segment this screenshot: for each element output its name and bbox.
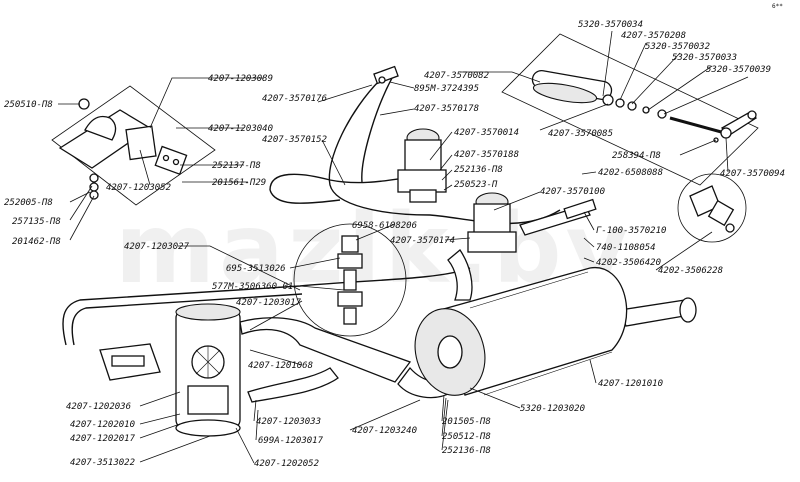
part-label: 258394-П8: [612, 151, 661, 161]
part-label: 4207-1201010: [598, 379, 663, 389]
part-label: 4207-3570082: [424, 71, 489, 81]
part-label: 4207-1203040: [208, 124, 273, 134]
exhaust-pipes: [62, 249, 697, 403]
part-label: 4207-3570178: [414, 104, 479, 114]
heater-cylinder: [175, 303, 241, 437]
part-label: 5320-1203020: [520, 404, 585, 414]
part-label: 201561-П29: [212, 178, 266, 188]
part-label: 201505-П8: [442, 417, 491, 427]
part-label: 4207-3570188: [454, 150, 519, 160]
part-label: 252136-П8: [442, 446, 491, 456]
part-label: 5320-3570032: [645, 42, 710, 52]
part-label: 4207-1203033: [256, 417, 321, 427]
part-label: 4207-3570085: [548, 129, 613, 139]
part-label: 4207-3570208: [621, 31, 686, 41]
part-label: 4207-3570176: [262, 94, 327, 104]
part-label: 577М-3506360-01: [212, 282, 293, 292]
part-label: 4207-3570094: [720, 169, 785, 179]
part-label: 4207-1203089: [208, 74, 273, 84]
part-label: 4207-3513022: [70, 458, 135, 468]
part-label: 4202-6508088: [598, 168, 663, 178]
part-label: 4202-3506228: [658, 266, 723, 276]
muffler: [414, 267, 628, 396]
part-label: 4202-3506420: [596, 258, 661, 268]
connector-detail-circle: [293, 223, 407, 337]
part-label: 4207-1202017: [70, 434, 136, 444]
part-label: 4207-1202010: [70, 420, 135, 430]
part-label: 6958-6108206: [352, 221, 417, 231]
part-label: 4207-1203017: [236, 298, 302, 308]
part-label: 4207-3570174: [390, 236, 455, 246]
part-label: 250510-П8: [4, 100, 53, 110]
part-label: 201462-П8: [12, 237, 61, 247]
part-label: 4207-1201068: [248, 361, 313, 371]
control-lever-assembly: [501, 33, 759, 186]
part-label: 4207-1203052: [106, 183, 171, 193]
part-label: 740-1108054: [596, 243, 656, 253]
bracket-detail: [51, 85, 216, 206]
part-label: 695-3513026: [226, 264, 286, 274]
lower-bracket: [99, 343, 161, 381]
part-label: 5320-3570039: [706, 65, 771, 75]
part-label: 4207-3570100: [540, 187, 605, 197]
part-label: 4207-3570152: [262, 135, 327, 145]
part-label: Г-100-3570210: [596, 226, 666, 236]
part-label: 252005-П8: [4, 198, 53, 208]
part-label: 252137-П8: [212, 161, 261, 171]
part-labels: 5320-3570034 4207-3570208 5320-3570032 5…: [4, 20, 785, 469]
clamp-detail-circle: [677, 173, 747, 243]
part-label: 4207-1202036: [66, 402, 131, 412]
part-label: 4207-3570014: [454, 128, 519, 138]
part-label: 4207-1202052: [254, 459, 319, 469]
part-label: 5320-3570034: [578, 20, 643, 30]
part-label: 250523-П: [454, 180, 498, 190]
part-label: 4207-1203027: [124, 242, 190, 252]
leader-lines: [58, 30, 749, 464]
part-label: 5320-3570033: [672, 53, 737, 63]
part-label: 699А-1203017: [258, 436, 324, 446]
exhaust-brake-valves: [397, 128, 597, 253]
part-label: 250512-П8: [442, 432, 491, 442]
part-label: 895М-3724395: [414, 84, 479, 94]
part-label: 257135-П8: [12, 217, 61, 227]
corner-mark: 6**: [772, 3, 783, 10]
part-label: 4207-1203240: [352, 426, 417, 436]
control-cables: [269, 65, 561, 225]
part-label: 252136-П8: [454, 165, 503, 175]
